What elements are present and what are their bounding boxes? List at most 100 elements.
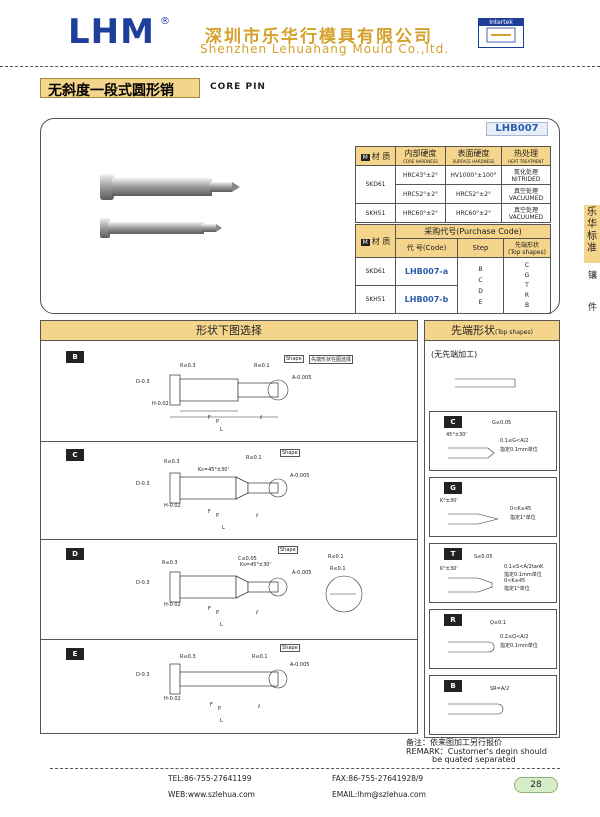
material-header: 材 质 <box>371 236 391 246</box>
material-cell: SKD61 <box>355 257 396 286</box>
footer-tel: TEL:86-755-27641199 <box>168 774 252 783</box>
tip-note: 指定1°单位 <box>504 586 530 592</box>
core-hardness-header: 内部硬度 <box>404 149 437 158</box>
dim-d: D-0.3 <box>136 580 150 586</box>
tip-note: 45°±30' <box>446 432 467 438</box>
part-code-cell: LHB007-a <box>395 257 458 286</box>
tip-note: 指定0.1mm单位 <box>500 447 538 453</box>
shape-selection-panel: 形状下图选择 <box>40 320 418 734</box>
dim-ell: ℓ <box>260 415 263 421</box>
footer-fax: FAX:86-755-27641928/9 <box>332 774 424 783</box>
truncated-tip-drawing <box>448 577 493 593</box>
top-shapes-panel: 先端形状(Top shapes) (无先端加工) C G≤0.05 45°±30… <box>424 320 560 738</box>
core-cell: HRC52°±2° <box>395 184 446 204</box>
drawing-row-c: C R≤0.3 R≤0.1 Ks=45°±30' Shape H-0.02 F … <box>40 441 418 539</box>
radius-label: R≤0.1 <box>252 654 268 660</box>
cert-label: Intertek <box>479 19 523 26</box>
dim-ell: ℓ <box>256 513 259 519</box>
shape-label: Shape <box>280 644 300 652</box>
radius-label: R≤0.3 <box>180 363 196 369</box>
tip-box-t: T S≤0.05 K°±30' 0.1≤S<A/2tanK 指定0.1mm单位 … <box>429 543 557 603</box>
tip-note: 指定0.1mm单位 <box>500 643 538 649</box>
dim-h: H-0.02 <box>152 401 169 407</box>
footer-email[interactable]: EMAIL:lhm@szlehua.com <box>332 790 426 799</box>
dim-f: F <box>208 606 211 612</box>
top-shapes-title-en: (Top shapes) <box>495 329 533 336</box>
core-hardness-header-en: CORE HARDNESS <box>403 159 438 164</box>
row-tag: B <box>66 351 84 363</box>
tip-box-c: C G≤0.05 45°±30' 0.1≤G<A/2 指定0.1mm单位 <box>429 411 557 471</box>
tip-header-en: (Top shapes) <box>508 249 546 256</box>
tip-tag: R <box>444 614 462 626</box>
tip-note: 0.1≤G<A/2 <box>500 438 529 444</box>
company-logo: LHM ® <box>68 12 170 52</box>
dim-l: L <box>220 622 223 628</box>
dim-l: L <box>222 525 225 531</box>
page-number: 28 <box>514 777 558 793</box>
material-cell: SKD61 <box>355 165 396 204</box>
surface-cell: HV1000°±100° <box>445 165 502 185</box>
company-name-en: Shenzhen Lehuahang Mould Co.,ltd. <box>200 42 450 56</box>
shape-label: Shape <box>280 449 300 457</box>
chamfer-tip-drawing <box>448 447 495 459</box>
dim-f: F <box>210 702 213 708</box>
ball-tip-drawing <box>448 703 504 715</box>
tip-note: S≤0.05 <box>474 554 493 560</box>
dim-a: A-0.005 <box>292 375 312 381</box>
radius-label: R≤0.3 <box>180 654 196 660</box>
dim-d: D-0.3 <box>136 379 150 385</box>
tip-tag: C <box>444 416 462 428</box>
treat-cell: 真空处理 <box>513 207 538 214</box>
tip-note: SR=A/2 <box>490 686 510 692</box>
drawing-row-b: B R≤0.3 R≤0.1 Shape 先端形状在图选择 H-0.02 F P … <box>40 341 418 440</box>
treat-cell: 真空处理 <box>513 188 538 195</box>
m-icon: M <box>360 238 370 246</box>
tip-box-b: B SR=A/2 <box>429 675 557 735</box>
dim-l: L <box>220 427 223 433</box>
cert-seal-icon <box>486 27 516 43</box>
dim-a: A-0.005 <box>292 570 312 576</box>
drawing-row-e: E R≤0.3 R≤0.1 Shape H-0.02 F P ℓ L D-0.3… <box>40 640 418 734</box>
tip-note: 指定0.1mm单位 <box>504 572 542 578</box>
section-title-cn: 无斜度一段式圆形销 <box>48 83 174 99</box>
row-divider <box>41 441 417 442</box>
radius-label: R≤0.1 <box>330 566 346 572</box>
pin-drawing <box>169 472 288 504</box>
ks-label: Ks=45°±30' <box>240 562 271 568</box>
core-cell: HRC43°±2° <box>395 165 446 185</box>
row-divider <box>41 539 417 540</box>
material-cell: SKH51 <box>355 285 396 314</box>
tip-note: Q≤0.1 <box>490 620 507 626</box>
tip-note: 指定1°单位 <box>510 515 536 521</box>
tip-tag: G <box>444 482 462 494</box>
certification-badge: Intertek <box>478 18 524 48</box>
row-tag: C <box>66 449 84 461</box>
dim-a: A-0.005 <box>290 473 310 479</box>
heat-treatment-header-en: HEAT TREATMENT <box>508 159 544 164</box>
dim-h: H-0.02 <box>164 503 181 509</box>
heat-treatment-header: 热处理 <box>514 149 538 158</box>
section-title-en: CORE PIN <box>210 82 266 92</box>
material-header: 材 质 <box>371 151 391 161</box>
ks-label: Ks=45°±30' <box>198 467 229 473</box>
radius-label: R≤0.1 <box>254 363 270 369</box>
treat-cell: 氮化处理 <box>513 169 538 176</box>
dim-p: P <box>216 610 220 616</box>
core-pin-photo <box>100 174 240 238</box>
footer-web[interactable]: WEB:www.szlehua.com <box>168 790 255 799</box>
side-tab: 乐华标准 <box>584 205 600 263</box>
row-divider <box>41 639 417 640</box>
tip-note: K°±30' <box>440 498 458 504</box>
footer-divider <box>50 768 560 769</box>
product-code: LHB007 <box>486 122 548 136</box>
step-list: B C D E <box>457 257 504 314</box>
tip-note: K°±30' <box>440 566 458 572</box>
remark-cn: 备注：依来图加工另行报价 <box>406 738 502 747</box>
tip-note: 0<K≤45 <box>504 578 526 584</box>
tip-tag: T <box>444 548 462 560</box>
surface-cell: HRC60°±2° <box>445 203 502 223</box>
tip-note: G≤0.05 <box>492 420 512 426</box>
company-name-cn: 深圳市乐华行模具有限公司 <box>205 27 433 47</box>
remark-en-1: REMARK：Customer's degin should <box>406 747 547 756</box>
m-icon: M <box>360 153 370 161</box>
